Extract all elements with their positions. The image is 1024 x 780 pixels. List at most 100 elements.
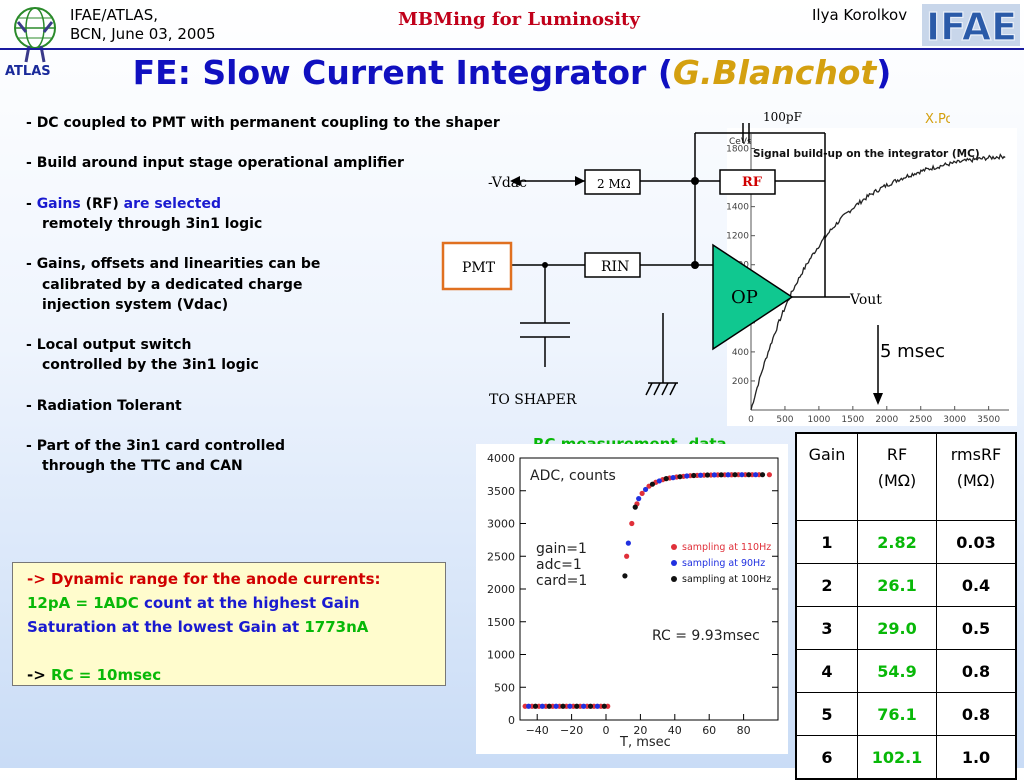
rc-param-gain: gain=1 (536, 541, 587, 557)
data-point (581, 703, 587, 709)
data-point (526, 703, 532, 709)
data-point (711, 472, 717, 478)
bullet-dc-coupled: - DC coupled to PMT with permanent coupl… (26, 115, 500, 131)
data-point (567, 703, 573, 709)
data-point (546, 703, 552, 709)
title-close: ) (876, 53, 892, 92)
capacitor-label: 100pF (763, 110, 802, 124)
y-tick-label: 400 (732, 348, 749, 358)
rc-param-adc: adc=1 (536, 557, 582, 573)
bullet-output-switch: - Local output switch controlled by the … (26, 337, 259, 374)
legend-label: sampling at 90Hz (682, 558, 765, 569)
data-point (677, 474, 683, 480)
data-point (691, 472, 697, 479)
data-point (684, 473, 690, 479)
dynamic-range-note: -> Dynamic range for the anode currents:… (12, 562, 446, 686)
table-header-row: Gain RF(MΩ) rmsRF(MΩ) (795, 432, 1017, 521)
bullet-3in1-card: - Part of the 3in1 card controlled throu… (26, 438, 285, 475)
x-tick-label: 2500 (909, 415, 932, 425)
cell-rf: 102.1 (857, 735, 937, 780)
cell-gain: 3 (795, 606, 858, 650)
atlas-logo-text: ATLAS (5, 64, 51, 78)
vout-label: Vout (849, 292, 882, 308)
data-point (629, 520, 635, 527)
title-main: FE: Slow Current Integrator ( (132, 53, 673, 92)
rc-annotation: RC = 9.93msec (652, 628, 760, 644)
x-tick-label: 3000 (943, 415, 966, 425)
resistor-2mohm (584, 169, 641, 195)
ifae-logo: IFAE (922, 4, 1020, 46)
x-tick-label: −20 (560, 724, 583, 737)
header-date: BCN, June 03, 2005 (70, 25, 216, 43)
cell-gain: 2 (795, 563, 858, 607)
data-point (587, 703, 594, 709)
cell-gain: 4 (795, 649, 858, 693)
legend-marker (671, 576, 677, 582)
ifae-logo-text: IFAE (926, 5, 1017, 46)
note-arrow: -> (27, 666, 46, 684)
data-point (718, 472, 724, 478)
header-meeting-info: IFAE/ATLAS, BCN, June 03, 2005 (70, 6, 216, 44)
signal-plot-title: Signal build-up on the integrator (MC) (753, 148, 980, 160)
y-tick-label: 2000 (487, 583, 515, 596)
resistor-rin (584, 252, 641, 278)
cell-rf: 54.9 (857, 649, 937, 693)
rf-label: RF (742, 175, 763, 190)
data-point (739, 472, 745, 478)
data-point (759, 472, 766, 478)
data-point (656, 478, 662, 484)
y-tick-label: 500 (494, 681, 515, 694)
cell-rf: 76.1 (857, 692, 937, 736)
data-point (753, 472, 759, 478)
data-point (746, 472, 752, 478)
x-tick-label: 2000 (875, 415, 898, 425)
bullet-radiation: - Radiation Tolerant (26, 397, 182, 414)
legend-marker (671, 560, 677, 566)
cell-gain: 1 (795, 520, 858, 564)
data-point (560, 703, 566, 709)
data-point (601, 703, 607, 709)
legend-label: sampling at 110Hz (682, 542, 771, 553)
pmt-box (441, 241, 513, 291)
x-tick-label: 500 (776, 415, 793, 425)
y-tick-label: 3000 (487, 518, 515, 531)
header-meeting: IFAE/ATLAS, (70, 6, 158, 24)
data-point (553, 703, 559, 709)
note-arrow: -> (27, 570, 46, 588)
y-tick-label: 1500 (487, 616, 515, 629)
cell-rf: 29.0 (857, 606, 937, 650)
col-header-rmsrf: rmsRF(MΩ) (936, 432, 1017, 521)
bullet-gains: - Gains (RF) are selected remotely throu… (26, 195, 263, 232)
vdac-label: -Vdac (488, 175, 527, 191)
resistor-2mohm-label: 2 MΩ (597, 177, 631, 191)
credit-label: X.Portell (925, 112, 950, 127)
x-tick-label: 1000 (807, 415, 830, 425)
x-tick-label: 80 (737, 724, 751, 737)
y-tick-label: 1200 (727, 232, 749, 242)
rc-plot-title: ADC, counts (530, 468, 616, 484)
cell-rmsrf: 0.8 (936, 649, 1017, 693)
cell-gain: 6 (795, 735, 858, 780)
y-tick-label: 3500 (487, 485, 515, 498)
x-tick-label: 40 (668, 724, 682, 737)
x-tick-label: −40 (526, 724, 549, 737)
data-point (698, 472, 704, 478)
to-shaper-label: TO SHAPER (489, 392, 577, 408)
cell-gain: 5 (795, 692, 858, 736)
x-tick-label: 3500 (977, 415, 1000, 425)
cell-rmsrf: 0.4 (936, 563, 1017, 607)
header-event-title: MBMing for Luminosity (398, 9, 640, 30)
y-tick-label: 1400 (727, 203, 749, 213)
resistor-rf (719, 169, 776, 195)
data-point (663, 476, 669, 482)
cell-rf: 2.82 (857, 520, 937, 564)
rin-label: RIN (601, 259, 629, 275)
y-tick-label: 4000 (487, 452, 515, 465)
